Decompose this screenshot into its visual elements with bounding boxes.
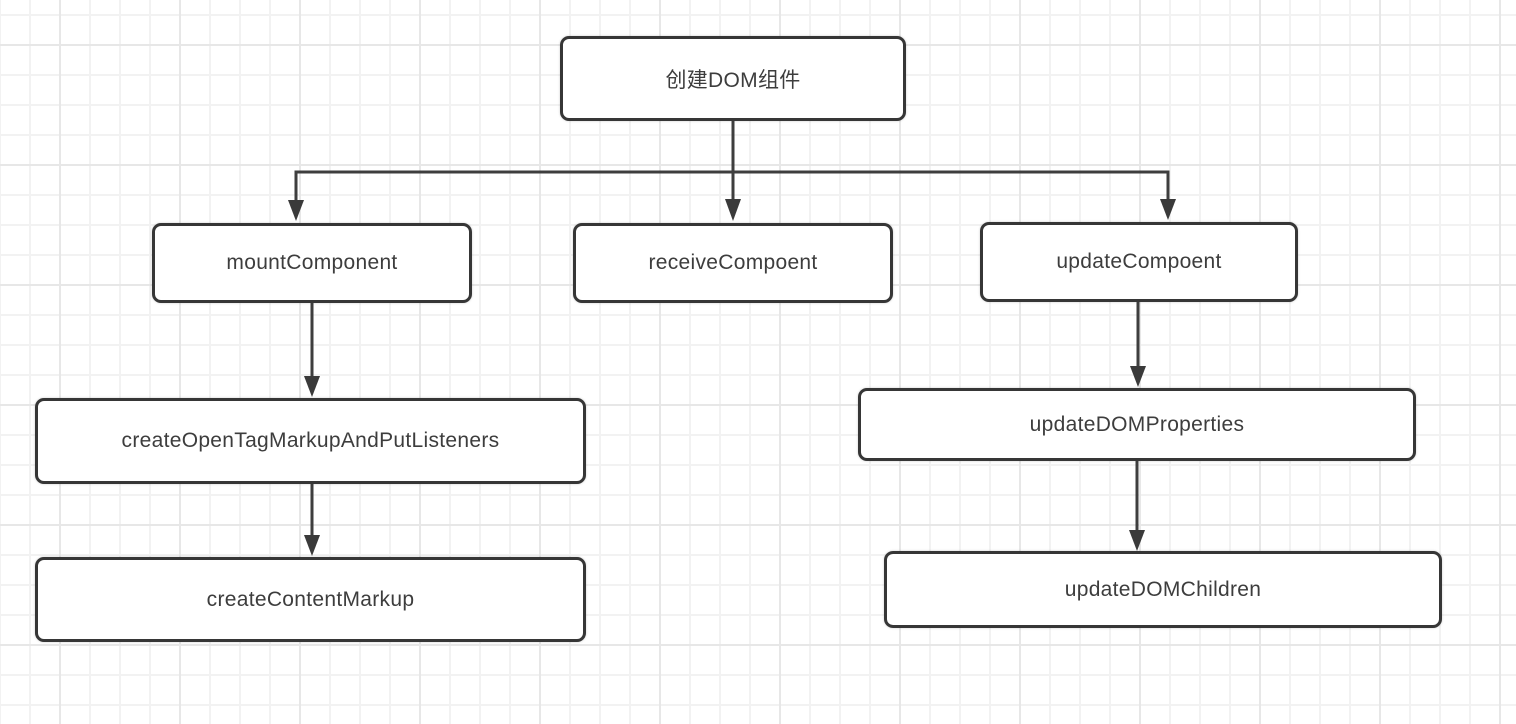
flow-node-updateCompoent[interactable]: updateCompoent — [980, 222, 1298, 302]
flow-node-label: updateCompoent — [1056, 250, 1222, 273]
edge-line — [294, 170, 1170, 201]
flow-node-label: receiveCompoent — [648, 251, 818, 274]
edge-update-updateProps[interactable] — [1130, 302, 1146, 387]
flow-node-updateDOMProperties[interactable]: updateDOMProperties — [858, 388, 1416, 461]
flow-node-mountComponent[interactable]: mountComponent — [152, 223, 472, 303]
arrowhead-down-icon — [288, 200, 304, 221]
flow-node-label: updateDOMProperties — [1029, 412, 1245, 436]
flow-node-createContentMarkup[interactable]: createContentMarkup — [35, 557, 586, 642]
flow-node-label: createOpenTagMarkupAndPutListeners — [121, 429, 500, 452]
edge-mount-createOpenTag[interactable] — [304, 303, 320, 397]
edge-root-branch-bar[interactable] — [288, 170, 1176, 221]
arrowhead-down-icon — [304, 535, 320, 556]
arrowhead-down-icon — [304, 376, 320, 397]
arrowhead-down-icon — [1160, 199, 1176, 220]
flow-node-label: createContentMarkup — [206, 587, 415, 611]
edge-root-receive[interactable] — [725, 121, 741, 221]
edge-updateProps-updateChildren[interactable] — [1129, 461, 1145, 551]
arrowhead-down-icon — [1129, 530, 1145, 551]
flow-node-createOpenTagMarkupAndPutListeners[interactable]: createOpenTagMarkupAndPutListeners — [35, 398, 586, 484]
flow-node-label: updateDOMChildren — [1064, 577, 1262, 601]
flow-node-label: 创建DOM组件 — [665, 68, 801, 92]
arrowhead-down-icon — [725, 199, 741, 221]
flow-node-updateDOMChildren[interactable]: updateDOMChildren — [884, 551, 1442, 628]
edge-createOpenTag-createContent[interactable] — [304, 484, 320, 556]
arrowhead-down-icon — [1130, 366, 1146, 387]
flow-node-receiveCompoent[interactable]: receiveCompoent — [573, 223, 893, 303]
flow-node-create-dom-component[interactable]: 创建DOM组件 — [560, 36, 906, 121]
flow-node-label: mountComponent — [226, 251, 398, 274]
